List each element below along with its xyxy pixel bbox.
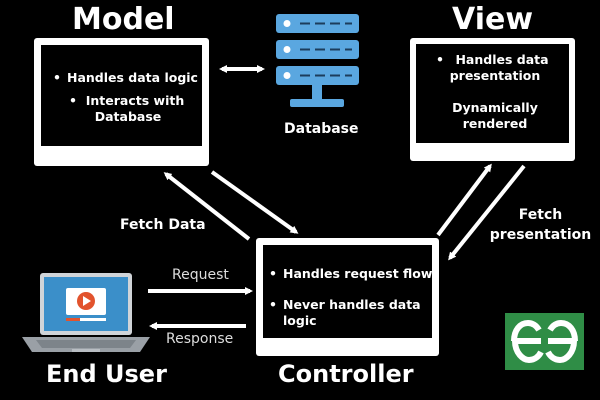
view-screen: • Handles data presentation Dynamically … bbox=[416, 44, 569, 143]
gfg-logo-glyph bbox=[511, 319, 578, 364]
arrow-model-to-controller bbox=[210, 170, 299, 234]
controller-monitor: • Handles request flow • Never handles d… bbox=[256, 238, 439, 356]
model-bullet-1: • Handles data logic bbox=[53, 70, 198, 85]
view-title: View bbox=[452, 2, 534, 37]
request-label: Request bbox=[172, 267, 229, 283]
controller-screen: • Handles request flow • Never handles d… bbox=[263, 245, 432, 338]
controller-title: Controller bbox=[278, 360, 414, 388]
view-bullet-1: • Handles data presentation bbox=[436, 52, 549, 83]
model-monitor: • Handles data logic • Interacts with Da… bbox=[34, 38, 209, 166]
view-bullet-2: Dynamically rendered bbox=[452, 100, 538, 131]
database-label: Database bbox=[284, 121, 359, 137]
fetch-presentation-label: Fetch presentation bbox=[489, 207, 592, 243]
model-bullet-2: • Interacts with Database bbox=[69, 93, 185, 124]
response-label: Response bbox=[166, 331, 234, 347]
controller-bullet-1: • Handles request flow bbox=[269, 266, 433, 281]
arrow-controller-to-view bbox=[436, 163, 492, 237]
view-monitor: • Handles data presentation Dynamically … bbox=[410, 38, 575, 161]
model-screen: • Handles data logic • Interacts with Da… bbox=[41, 45, 202, 146]
model-title: Model bbox=[72, 2, 175, 37]
controller-bullet-2: • Never handles data logic bbox=[269, 297, 421, 328]
geeksforgeeks-logo-icon bbox=[505, 313, 584, 370]
end-user-title: End User bbox=[46, 360, 167, 388]
fetch-data-label: Fetch Data bbox=[120, 217, 206, 233]
